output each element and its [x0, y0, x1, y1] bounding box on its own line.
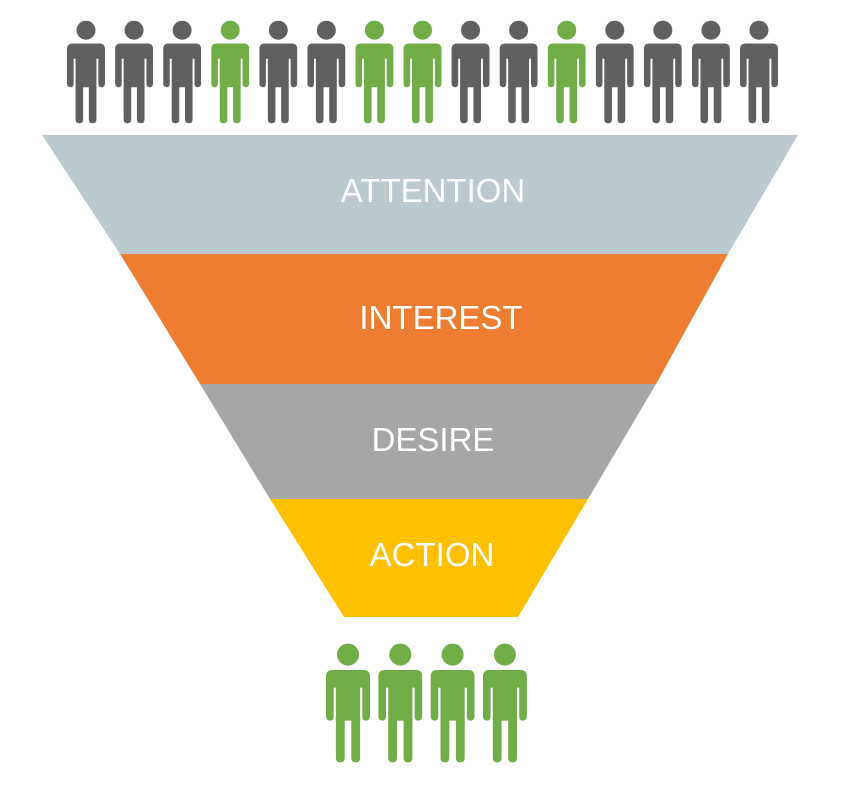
- person-icon: [211, 20, 250, 124]
- person-icon: [739, 20, 778, 124]
- person-icon: [163, 20, 202, 124]
- stage-interest: INTEREST: [120, 254, 728, 384]
- person-icon: [595, 20, 634, 124]
- person-icon: [451, 20, 490, 124]
- person-icon: [499, 20, 538, 124]
- bottom-people-row: [326, 643, 527, 763]
- stage-interest-band: [120, 254, 728, 384]
- person-icon: [307, 20, 346, 124]
- stage-attention: ATTENTION: [42, 135, 798, 254]
- funnel-stages: ATTENTION INTEREST DESIRE ACTION: [42, 135, 798, 617]
- person-icon: [482, 643, 527, 763]
- stage-attention-label: ATTENTION: [341, 172, 526, 209]
- person-icon: [326, 643, 370, 763]
- person-icon: [547, 20, 586, 124]
- person-icon: [643, 20, 682, 124]
- person-icon: [430, 643, 475, 763]
- person-icon: [378, 643, 423, 763]
- stage-desire: DESIRE: [200, 384, 656, 499]
- person-icon: [403, 20, 442, 124]
- stage-action: ACTION: [270, 499, 588, 617]
- stage-desire-band: [200, 384, 656, 499]
- stage-interest-label: INTEREST: [359, 299, 522, 336]
- stage-action-label: ACTION: [370, 536, 495, 573]
- top-people-row: [67, 20, 778, 124]
- person-icon: [691, 20, 730, 124]
- stage-action-band: [270, 499, 588, 617]
- person-icon: [115, 20, 154, 124]
- stage-desire-label: DESIRE: [372, 421, 495, 458]
- person-icon: [355, 20, 394, 124]
- stage-attention-band: [42, 135, 798, 254]
- person-icon: [259, 20, 298, 124]
- person-icon: [67, 20, 105, 124]
